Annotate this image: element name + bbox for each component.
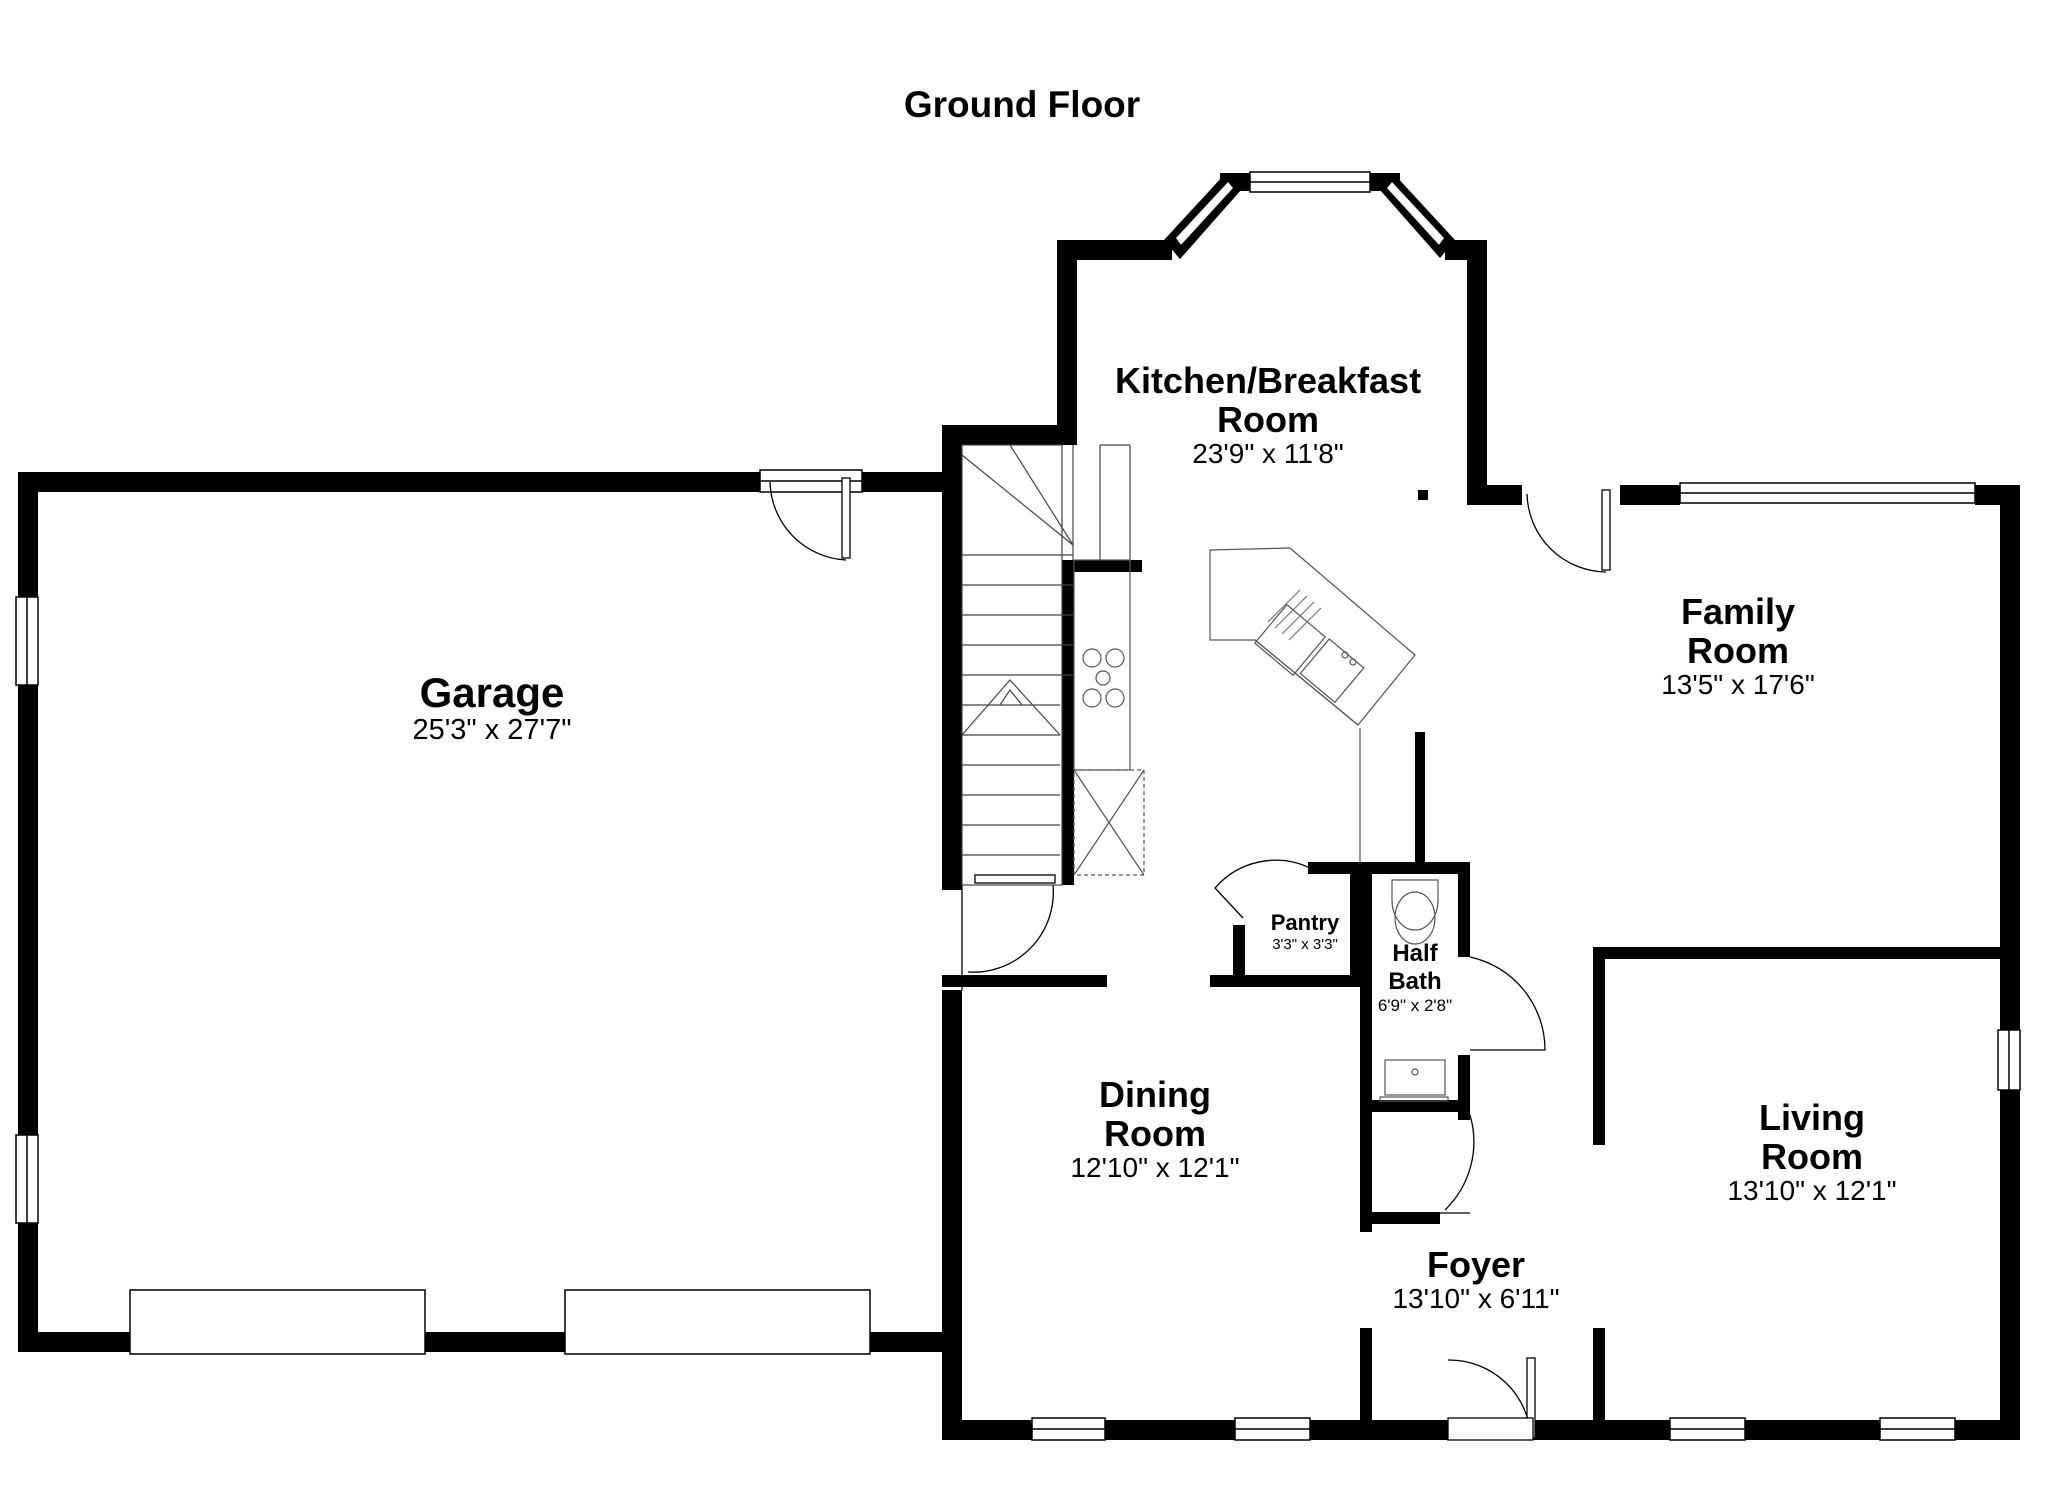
room-dim-halfbath: 6'9" x 2'8"	[1377, 996, 1453, 1015]
house-wall-bottom-d	[1745, 1420, 1880, 1440]
room-name-living: Living	[1758, 1097, 1865, 1138]
stove-icon	[1082, 648, 1125, 708]
stair-counter-wall	[1062, 560, 1074, 885]
room-dim-pantry: 3'3" x 3'3"	[1272, 936, 1338, 953]
garage-door-leaf	[841, 477, 851, 559]
floor-title-text: Ground Floor	[903, 84, 1141, 125]
house-wall-bottom-left	[942, 1420, 1032, 1440]
house-wall-bottom-a	[1105, 1420, 1235, 1440]
room-label-halfbath: Half Bath 6'9" x 2'8"	[1378, 940, 1452, 1016]
closet-wall-right	[1458, 1100, 1470, 1120]
room-name-kitchen: Kitchen/Breakfast	[1114, 360, 1422, 401]
room-name-pantry: Pantry	[1270, 910, 1340, 935]
stair-divider	[1062, 560, 1142, 572]
sink-icon	[1253, 603, 1365, 704]
house-wall-bottom-e	[1955, 1420, 2020, 1440]
dining-wall-top-left	[942, 975, 1107, 987]
family-wall-right	[2000, 485, 2020, 1030]
room-dim-dining: 12'10" x 12'1"	[1070, 1152, 1240, 1183]
garage-wall-left	[18, 472, 38, 1352]
walls	[18, 173, 2020, 1440]
room-name-foyer: Foyer	[1426, 1244, 1526, 1285]
room-dim-living: 13'10" x 12'1"	[1727, 1175, 1897, 1206]
bay-window-left-glass	[1174, 179, 1236, 248]
toilet-icon	[1391, 879, 1439, 931]
room-label-kitchen: Kitchen/Breakfast Room 23'9" x 11'8"	[1115, 361, 1421, 469]
kitchen-post	[1418, 490, 1428, 500]
room-dim-foyer: 13'10" x 6'11"	[1392, 1283, 1560, 1314]
kitchen-family-wall-stub	[1467, 485, 1522, 505]
living-wall-left	[1593, 950, 1605, 1145]
family-door-leaf	[1601, 489, 1611, 571]
kitchen-island	[1209, 547, 1416, 726]
room-name-family: Family	[1680, 591, 1796, 632]
stair-landing-door-leaf	[974, 874, 1056, 884]
dining-wall-top-right	[1210, 975, 1360, 987]
room-name-kitchen-line2: Room	[1216, 399, 1319, 440]
garage-wall-top-right	[862, 472, 952, 492]
stair-landing-door-swing	[967, 884, 1054, 973]
closet-door-swing	[1444, 1114, 1475, 1211]
room-name-dining: Dining	[1099, 1074, 1211, 1115]
room-name-living-line2: Room	[1760, 1136, 1863, 1177]
living-wall-right-lower	[2000, 1090, 2020, 1440]
garage-wall-right-lower	[942, 990, 962, 1440]
room-dim-garage: 25'3" x 27'7"	[412, 714, 572, 746]
windows	[15, 171, 2021, 1441]
pantry-door-swing	[1214, 859, 1311, 919]
family-door-swing	[1526, 493, 1607, 573]
kitchen-partition-east	[1415, 732, 1425, 872]
bath-fixtures	[1379, 879, 1449, 1102]
house-wall-bottom-b	[1310, 1420, 1450, 1440]
garage-door-right	[564, 1289, 871, 1355]
family-living-divider	[1593, 947, 2020, 959]
room-name-garage: Garage	[419, 669, 565, 716]
pantry-wall-right	[1350, 862, 1362, 985]
bay-window-right-glass	[1384, 179, 1446, 248]
closet-wall-bottom	[1360, 1212, 1440, 1224]
halfbath-door-swing	[1469, 956, 1546, 1051]
room-label-dining: Dining Room 12'10" x 12'1"	[1070, 1075, 1239, 1183]
room-name-halfbath: Half	[1392, 940, 1438, 967]
bath-wall-top	[1350, 862, 1470, 874]
garage-door-swing	[769, 481, 847, 561]
dishwasher-icon	[1267, 589, 1322, 641]
room-name-family-line2: Room	[1687, 630, 1789, 671]
bath-sink-icon	[1384, 1059, 1446, 1096]
room-dim-family: 13'5" x 17'6"	[1661, 669, 1815, 700]
kitchen-fixtures	[1073, 547, 1416, 876]
stair-dining-stub	[942, 870, 962, 890]
kitchen-counter-west	[1073, 559, 1131, 771]
room-label-garage: Garage 25'3" x 27'7"	[412, 669, 572, 747]
refrigerator	[1073, 769, 1145, 876]
bay-window-left	[1164, 173, 1242, 260]
staircase	[961, 444, 1131, 886]
garage-door-left	[129, 1289, 426, 1355]
bath-wall-left	[1360, 862, 1372, 1232]
kitchen-wall-west	[1057, 240, 1077, 445]
pantry-wall-left	[1233, 925, 1245, 985]
room-label-pantry: Pantry 3'3" x 3'3"	[1271, 910, 1339, 954]
pantry-wall-top	[1308, 862, 1362, 874]
stair-wall-left	[942, 425, 962, 885]
bath-wall-right-upper	[1458, 862, 1470, 957]
room-name-halfbath-line2: Bath	[1388, 968, 1442, 995]
bath-closet-divider	[1360, 1100, 1470, 1112]
doors	[769, 477, 1611, 1441]
foyer-wall-left	[1360, 1328, 1372, 1440]
garage-wall-top-left	[18, 472, 760, 492]
stair-wall-top	[942, 425, 1077, 445]
kitchen-wall-east	[1467, 240, 1487, 505]
room-name-dining-line2: Room	[1103, 1113, 1206, 1154]
room-label-living: Living Room 13'10" x 12'1"	[1727, 1098, 1896, 1206]
family-wall-top-mid	[1620, 485, 1680, 505]
room-label-foyer: Foyer 13'10" x 6'11"	[1392, 1245, 1559, 1314]
bath-wall-right-lower	[1458, 1055, 1470, 1112]
room-dim-kitchen: 23'9" x 11'8"	[1192, 438, 1344, 469]
kitchen-wall-top-left	[1057, 240, 1172, 260]
room-label-family: Family Room 13'5" x 17'6"	[1661, 592, 1815, 700]
foyer-wall-right	[1593, 1328, 1605, 1440]
